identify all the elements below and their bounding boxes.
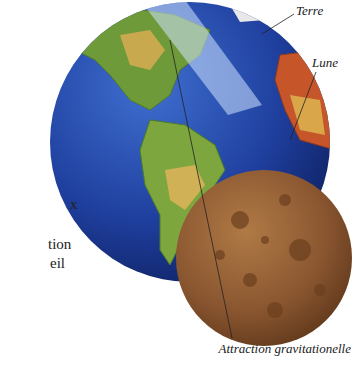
text-fragment: eil <box>50 255 65 272</box>
earth-label: Terre <box>296 4 323 18</box>
text-fragment: x <box>70 196 78 213</box>
leader-lines <box>170 14 316 338</box>
moon-label: Lune <box>312 56 338 70</box>
text-fragment: tion <box>48 236 71 253</box>
attraction-band <box>140 0 262 115</box>
gravity-label: Attraction gravitationelle <box>218 342 351 356</box>
moon-craters <box>215 194 326 318</box>
